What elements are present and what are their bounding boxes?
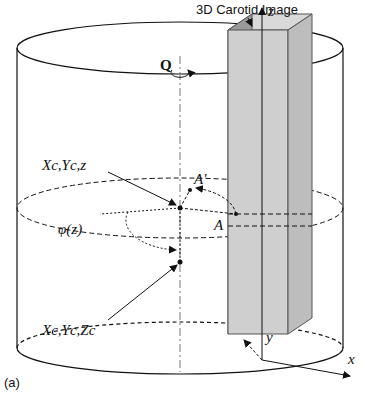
x-axis xyxy=(262,360,350,376)
radius-line xyxy=(180,190,190,208)
carotid-prism xyxy=(228,14,312,334)
angle-ray xyxy=(180,208,181,258)
point-label: A xyxy=(214,218,223,233)
rotation-path xyxy=(196,188,236,214)
point-label: Xc,Yc,z xyxy=(42,158,86,173)
axis-label: z xyxy=(268,4,274,19)
rotation-label: Q xyxy=(160,58,172,73)
leader-line xyxy=(248,18,252,26)
axis-label: y xyxy=(266,330,273,345)
rotation-arrow xyxy=(171,70,189,77)
radius-line xyxy=(180,208,236,214)
rotation-axis xyxy=(180,56,181,372)
origin-point xyxy=(178,260,183,265)
point-label: Xc,Yc,Zc xyxy=(42,323,95,338)
part-label: 3D Carotid Image xyxy=(196,3,298,16)
leader-line xyxy=(108,172,176,205)
panel-label: (a) xyxy=(4,376,20,389)
point-label: A' xyxy=(194,172,206,187)
angle-ray xyxy=(100,208,180,214)
z-axis xyxy=(262,8,263,360)
angle-arc xyxy=(126,212,176,250)
leader-line xyxy=(108,265,177,320)
axis-label: x xyxy=(348,352,355,367)
angle-label: φ(z) xyxy=(58,222,82,237)
y-axis xyxy=(244,340,262,360)
